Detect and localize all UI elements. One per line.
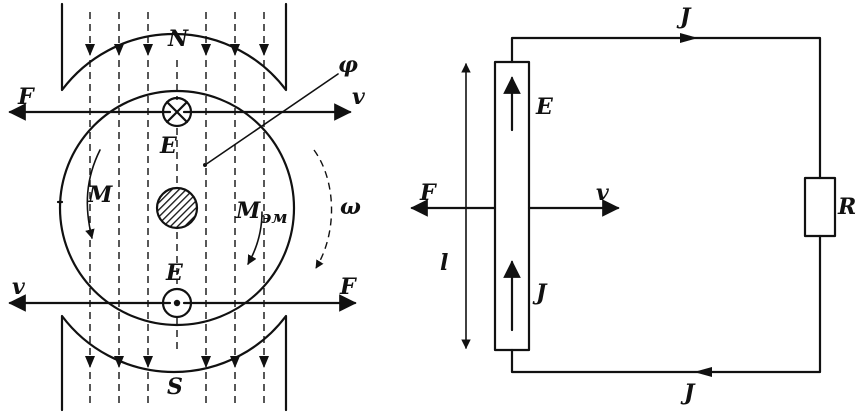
flux-leader-line bbox=[204, 73, 339, 166]
south-pole-label: S bbox=[167, 374, 183, 400]
angular-velocity-arrow bbox=[313, 149, 333, 269]
angular-velocity-label: ω bbox=[340, 194, 361, 220]
north-pole-piece bbox=[60, 2, 288, 92]
resistor bbox=[803, 176, 837, 238]
emf-label-top-conductor: E bbox=[159, 133, 178, 159]
circuit-wire bbox=[510, 36, 822, 180]
equivalent-circuit: J E F v l J R J bbox=[410, 4, 856, 406]
rotor-circle bbox=[58, 89, 296, 327]
velocity-label-bottom: v bbox=[12, 274, 25, 300]
emf-label-bottom-conductor: E bbox=[165, 260, 184, 286]
current-arrow-bottom bbox=[694, 367, 712, 377]
north-pole-label: N bbox=[167, 26, 189, 52]
resistor-label: R bbox=[837, 194, 856, 220]
conductor-length-label: l bbox=[440, 250, 448, 276]
circuit-wire-return bbox=[510, 234, 822, 374]
velocity-label-top: v bbox=[352, 84, 365, 110]
magnetic-field-lines bbox=[89, 12, 265, 404]
circuit-current-label-bottom: J bbox=[680, 380, 696, 406]
circuit-velocity-label: v bbox=[596, 180, 609, 206]
force-label-top: F bbox=[17, 84, 35, 110]
circuit-force-label: F bbox=[419, 180, 437, 206]
flux-label: φ bbox=[338, 52, 358, 78]
circuit-emf-label: E bbox=[535, 94, 554, 120]
force-label-bottom: F bbox=[339, 274, 357, 300]
south-pole-piece bbox=[60, 314, 288, 412]
em-torque-label: Mэм bbox=[235, 198, 288, 228]
field-direction-arrows bbox=[85, 44, 269, 368]
torque-arrow-left bbox=[85, 149, 101, 239]
rotor-shaft bbox=[155, 186, 199, 230]
conductor-current-label: J bbox=[532, 280, 548, 306]
generator-cross-section: N S F v φ E M Mэм ω E v F bbox=[8, 2, 365, 412]
circuit-current-label-top: J bbox=[676, 4, 692, 30]
current-arrow-top bbox=[680, 33, 698, 43]
torque-label: M bbox=[87, 182, 113, 208]
em-torque-arrow-right bbox=[247, 211, 263, 265]
